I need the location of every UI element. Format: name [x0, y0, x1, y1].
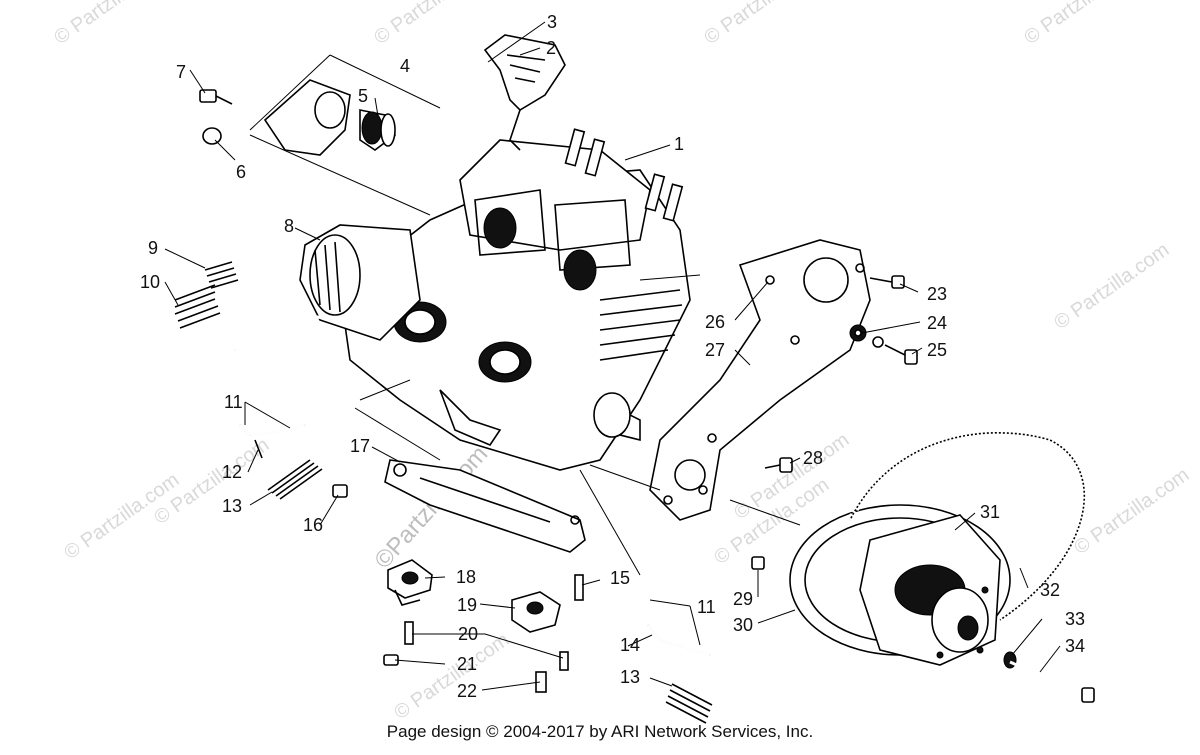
watermark: © Partzilla.com [1020, 0, 1143, 49]
callout-32: 32 [1040, 580, 1060, 600]
callout-6: 6 [236, 162, 246, 182]
callout-21: 21 [457, 654, 477, 674]
footer-copyright: Page design © 2004-2017 by ARI Network S… [386, 722, 814, 741]
part-30-clutch [751, 429, 1095, 703]
callout-24: 24 [927, 313, 947, 333]
small-hardware [332, 484, 584, 693]
callout-16: 16 [303, 515, 323, 535]
callout-29: 29 [733, 589, 753, 609]
watermark: © Partzilla.com [1050, 239, 1173, 334]
watermark: © Partzilla.com [700, 0, 823, 49]
callout-13-b: 13 [620, 667, 640, 687]
callout-15: 15 [610, 568, 630, 588]
part-18-19-mounts [387, 559, 561, 633]
part-17-bracket [384, 459, 586, 553]
callout-3: 3 [547, 12, 557, 32]
callout-14: 14 [620, 635, 640, 655]
callout-20: 20 [458, 624, 478, 644]
callout-28: 28 [803, 448, 823, 468]
callout-11-a: 11 [224, 392, 243, 412]
part-4-housing [199, 79, 397, 156]
callout-11-b: 11 [697, 597, 716, 617]
callout-9: 9 [148, 238, 158, 258]
callout-25: 25 [927, 340, 947, 360]
callout-10: 10 [140, 272, 160, 292]
callout-33: 33 [1065, 609, 1085, 629]
leader-lines [164, 21, 1061, 691]
callout-18: 18 [456, 567, 476, 587]
callout-17: 17 [350, 436, 370, 456]
callout-2: 2 [546, 38, 556, 58]
callout-34: 34 [1065, 636, 1085, 656]
callout-30: 30 [733, 615, 753, 635]
watermark: © Partzilla.com [1070, 464, 1193, 559]
callout-4: 4 [400, 56, 410, 76]
engine-assembly [233, 128, 691, 471]
callout-23: 23 [927, 284, 947, 304]
callout-1: 1 [674, 134, 684, 154]
callout-31: 31 [980, 502, 1000, 522]
callout-27: 27 [705, 340, 725, 360]
callout-8: 8 [284, 216, 294, 236]
watermark: © Partzilla.com [50, 0, 173, 49]
callout-12: 12 [222, 462, 242, 482]
watermark: © Partzilla.com [370, 0, 493, 49]
hose-and-spring-parts [239, 424, 713, 724]
part-9-10-springs [174, 261, 239, 329]
part-27-engine-plate [649, 239, 918, 521]
callout-26: 26 [705, 312, 725, 332]
callout-13-a: 13 [222, 496, 242, 516]
callout-5: 5 [358, 86, 368, 106]
callout-labels: 1 2 3 4 5 6 7 8 9 10 11 11 12 13 13 14 1… [140, 12, 1085, 701]
callout-19: 19 [457, 595, 477, 615]
callout-7: 7 [176, 62, 186, 82]
callout-22: 22 [457, 681, 477, 701]
